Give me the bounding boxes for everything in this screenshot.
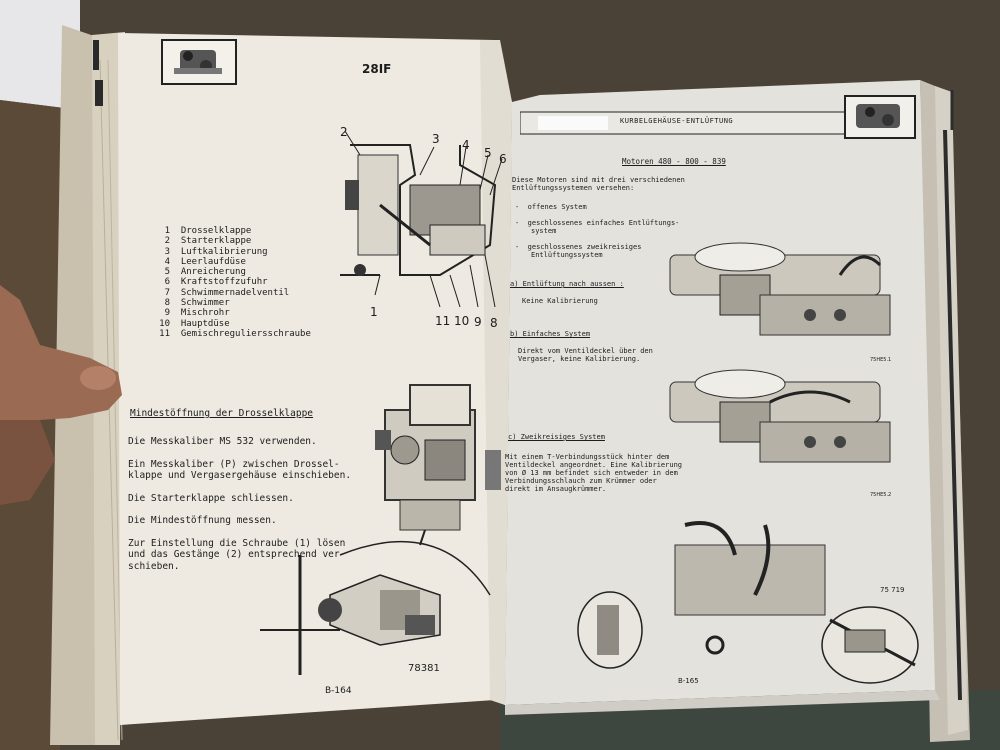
legend-item: 7 Schwimmernadelventil (164, 287, 290, 298)
engine-logo-icon (161, 39, 237, 85)
right-page-number: B-165 (678, 677, 699, 685)
engine-figure-simple-system (669, 369, 891, 463)
callout-label: 10 (454, 314, 470, 328)
instruction-line: Zur Einstellung die Schraube (1) lösen (128, 537, 346, 549)
engines-line: Motoren 480 - 800 - 839 (622, 157, 726, 166)
callout-label: 2 (340, 125, 348, 139)
legend-item: 4 Leerlaufdüse (164, 256, 246, 267)
callout-label: 1 (370, 305, 378, 319)
instruction-line: und das Gestänge (2) entsprechend ver- (128, 549, 346, 560)
section-b-title: b) Einfaches System (510, 330, 591, 338)
callout-label: 4 (462, 138, 470, 152)
right-header (520, 95, 916, 139)
figure-number: 78381 (408, 663, 440, 674)
figure-label: 75 719 (880, 586, 905, 594)
legend-item: 9 Mischrohr (164, 308, 230, 319)
right-header-title: KURBELGEHÄUSE-ENTLÜFTUNG (620, 117, 734, 125)
callout-label: 6 (499, 152, 507, 166)
throttle-gauge-detail-diagram (260, 540, 491, 675)
figure-label: 75HE5.2 (870, 492, 892, 498)
fingernail (80, 366, 116, 390)
callout-label: 9 (474, 315, 482, 329)
instruction-line: Die Mindestöffnung messen. (128, 515, 277, 526)
instruction-line: Die Starterklappe schliessen. (128, 492, 294, 504)
instruction-line: schieben. (128, 560, 180, 572)
section-b-text: Direkt vom Ventildeckel über den Vergase… (518, 347, 653, 363)
instructions-block: Die Messkaliber MS 532 verwenden. Ein Me… (128, 436, 351, 572)
callout-label: 11 (435, 314, 451, 328)
legend-item: 1 Drosselklappe (164, 226, 252, 236)
carburettor-drawing (375, 384, 501, 546)
callout-label: 8 (490, 316, 498, 330)
engine-figure-open-system (669, 242, 891, 336)
bullet-item: - geschlossenes einfaches Entlüftungs- (515, 219, 680, 227)
instruction-line: Ein Messkaliber (P) zwischen Drossel- (128, 458, 340, 470)
section-a-title: a) Entlüftung nach aussen : (510, 280, 624, 288)
bullet-item: - offenes System (515, 203, 587, 211)
legend-item: 3 Luftkalibrierung (164, 246, 268, 257)
index-tab (93, 40, 99, 70)
figure-label: 75HE5.1 (870, 357, 892, 363)
bullet-list: - offenes System - geschlossenes einfach… (515, 203, 680, 259)
bullet-item: - geschlossenes zweikreisiges (515, 243, 642, 251)
section-c-text: Mit einem T-Verbindungsstück hinter dem … (505, 453, 683, 493)
legend-item: 6 Kraftstoffzufuhr (164, 277, 268, 288)
wall-background (0, 0, 80, 110)
left-page-number: B-164 (325, 686, 352, 696)
intro-block: Diese Motoren sind mit drei verschiedene… (512, 176, 685, 192)
callout-label: 3 (432, 132, 440, 146)
callout-label: 5 (484, 146, 492, 160)
section-title: Mindestöffnung der Drosselklappe (130, 408, 314, 419)
section-a-text: Keine Kalibrierung (522, 297, 598, 305)
legend-item: 8 Schwimmer (164, 298, 230, 309)
carburettor-section-diagram (340, 130, 503, 308)
engine-figure-two-circuit-system (577, 521, 919, 684)
legend-item: 5 Anreicherung (164, 267, 246, 278)
legend-item: 2 Starterklappe (164, 236, 252, 247)
parts-legend: 1 Drosselklappe 2 Starterklappe 3 Luftka… (150, 226, 311, 339)
section-c-title: c) Zweikreisiges System (508, 433, 605, 441)
legend-item: 11 Gemischreguliersschraube (159, 328, 311, 339)
left-page-code: 28IF (362, 62, 392, 76)
instruction-line: klappe und Vergasergehäuse einschieben. (128, 470, 352, 481)
index-tab (95, 80, 103, 106)
legend-item: 10 Hauptdüse (159, 318, 230, 329)
instruction-line: Die Messkaliber MS 532 verwenden. (128, 436, 317, 447)
